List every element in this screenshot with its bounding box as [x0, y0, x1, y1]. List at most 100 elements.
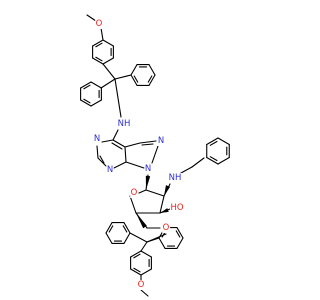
molecule-diagram: O NH N N N N NH O HO O O — [80, 14, 230, 297]
bond-c1-to-ring-o — [138, 189, 147, 194]
ring-bottom-left-phenyl-bond-0 — [123, 232, 131, 244]
ring-top-left-phenyl-bond-1 — [80, 99, 92, 107]
atom-label-hydroxyl-ho: HO — [170, 203, 183, 213]
ring-bottom-right-phenyl-bond-2 — [176, 227, 184, 239]
ring-top-anisyl-double-0 — [95, 56, 103, 62]
ring-top-right-phenyl-bond-2 — [130, 74, 138, 86]
bond-c3-to-c2 — [159, 195, 165, 214]
atom-label-purine-n9: N — [145, 164, 151, 174]
ring-top-left-phenyl-double-3 — [83, 84, 91, 90]
atom-label-purine-n7: N — [158, 136, 164, 146]
bond-n3-c4 — [113, 161, 127, 169]
bond-ctop-to-phenyl-right — [114, 74, 132, 80]
atom-label-trityl-o: O — [163, 223, 170, 233]
bond-c8-n7 — [139, 140, 157, 144]
atom-label-sugar-nh: NH — [169, 173, 182, 183]
atom-label-layer: O NH N N N N NH O HO O O — [93, 19, 185, 290]
ring-bottom-anisyl-bond-3 — [140, 250, 152, 258]
ring-bottom-left-phenyl-double-3 — [108, 225, 114, 233]
ring-bottom-left-phenyl-bond-2 — [105, 232, 113, 244]
ring-benzyl-bond-2 — [206, 156, 219, 165]
ring-top-left-phenyl-bond-3 — [80, 81, 92, 89]
ring-top-anisyl-bond-2 — [92, 39, 104, 47]
ring-top-anisyl-bond-3 — [102, 39, 114, 47]
bond-cbottom-to-anisyl — [140, 241, 148, 252]
ring-bottom-anisyl-bond-0 — [130, 268, 142, 276]
bond-ring-o-to-c4 — [129, 195, 137, 214]
ring-bottom-left-phenyl-double-5 — [122, 225, 128, 233]
bond-cbottom-to-phenyl-left — [129, 232, 148, 243]
wedge-c4-ch2 — [136, 213, 147, 229]
bond-c4-c5 — [124, 146, 127, 163]
atom-label-amine-nh: NH — [118, 119, 131, 129]
bond-anisyl-to-ctop — [102, 63, 116, 80]
bond-ch2-to-benzyl — [191, 157, 205, 168]
ring-bottom-anisyl-double-0 — [133, 267, 141, 273]
label-backdrop — [95, 19, 104, 29]
ring-bottom-right-phenyl-double-2 — [175, 230, 181, 238]
bond-c6-n1 — [101, 139, 114, 143]
wedge-c2-nh — [164, 185, 171, 196]
label-backdrop — [93, 134, 101, 144]
ring-top-left-phenyl-double-1 — [83, 98, 91, 104]
ring-top-right-phenyl-bond-0 — [148, 74, 156, 86]
label-backdrop — [106, 165, 114, 175]
ring-bottom-anisyl-bond-5 — [140, 268, 152, 276]
ring-bottom-right-phenyl-bond-3 — [176, 237, 184, 249]
bond-c5-c6 — [112, 139, 126, 148]
ring-bottom-anisyl-double-2 — [133, 253, 141, 259]
bond-n1-c2 — [96, 145, 99, 159]
bond-c2-to-c1 — [145, 189, 165, 197]
atom-label-methoxy-top-o: O — [96, 19, 103, 29]
ring-bottom-anisyl-bond-2 — [130, 250, 142, 258]
ring-top-anisyl-bond-0 — [92, 57, 104, 65]
ring-benzyl-bond-5 — [217, 137, 230, 146]
atom-label-purine-n3: N — [107, 165, 113, 175]
bond-nh-to-ch2 — [180, 166, 193, 174]
atom-label-purine-n1: N — [94, 134, 100, 144]
atom-label-ring-o: O — [131, 188, 138, 198]
label-backdrop — [117, 119, 131, 129]
bond-cbottom-to-phenyl-right — [146, 237, 160, 243]
bond-n9-c4 — [125, 161, 145, 169]
bond-ctop-to-phenyl-left — [100, 78, 116, 89]
label-backdrop — [157, 136, 165, 146]
label-backdrop — [130, 188, 139, 198]
wedge-c3-oh — [160, 208, 169, 213]
bond-c2-n3-double — [99, 155, 105, 164]
ring-bottom-right-phenyl-bond-5 — [158, 237, 166, 249]
bond-ctop-to-nh — [114, 78, 122, 118]
bond-c2-n3 — [97, 157, 107, 167]
ring-top-right-phenyl-bond-5 — [148, 64, 156, 76]
ring-benzyl-double-4 — [209, 140, 218, 146]
atom-label-methoxy-bottom-o: O — [138, 280, 145, 290]
bond-c5-c6-double — [111, 142, 123, 150]
ring-benzyl-bond-4 — [206, 137, 219, 146]
ring-top-anisyl-bond-5 — [102, 57, 114, 65]
ring-top-right-phenyl-bond-3 — [130, 64, 138, 76]
ring-bottom-left-phenyl-bond-5 — [123, 222, 131, 234]
bond-c5-c8a — [124, 142, 141, 148]
bond-nh-to-c6 — [112, 129, 119, 141]
bond-n7-c8 — [151, 145, 159, 164]
stereo-wedge-layer — [136, 175, 171, 229]
ring-bottom-left-phenyl-bond-3 — [105, 222, 113, 234]
label-backdrop — [144, 164, 152, 174]
wedge-c1-n9 — [145, 175, 151, 190]
ring-top-anisyl-double-2 — [95, 42, 103, 48]
bond-c8-n7-double — [141, 143, 154, 146]
ring-top-left-phenyl-bond-4 — [90, 81, 102, 89]
ring-top-left-phenyl-bond-0 — [90, 99, 102, 107]
bond-anisyl-top-to-o — [100, 27, 104, 41]
bond-layer — [80, 14, 230, 297]
ring-top-right-phenyl-double-0 — [147, 75, 153, 83]
label-backdrop — [162, 223, 171, 233]
ring-top-right-phenyl-double-2 — [133, 75, 139, 83]
label-backdrop — [137, 280, 146, 290]
bond-o-to-methyl-top — [86, 14, 97, 22]
ring-benzyl-bond-1 — [217, 156, 230, 165]
label-backdrop — [168, 173, 182, 183]
bond-o-to-methyl-bottom — [140, 289, 149, 297]
label-backdrop — [169, 203, 185, 213]
ring-benzyl-double-2 — [209, 156, 218, 162]
